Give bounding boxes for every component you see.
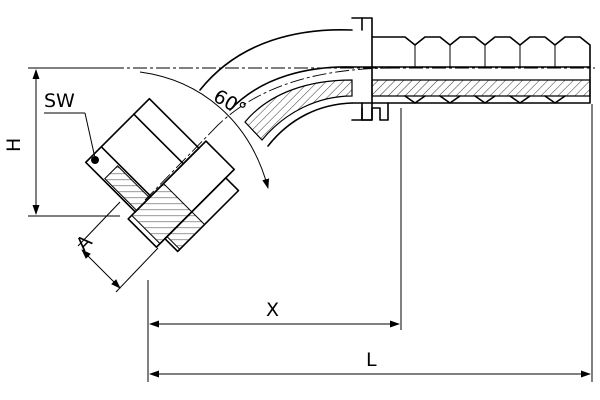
sw-label: SW [44, 90, 75, 112]
dimension-x: X [147, 108, 402, 382]
dimension-h: H [3, 67, 120, 217]
hose-stem [351, 17, 591, 121]
l-label: L [366, 349, 377, 371]
bend-body [199, 28, 353, 147]
swivel-nut [84, 97, 240, 253]
dimension-angle: 60° [139, 71, 270, 189]
dimension-l: L [149, 104, 593, 382]
h-label: H [3, 138, 25, 152]
center-lines [110, 67, 595, 201]
x-label: X [266, 299, 279, 321]
a-label: A [72, 231, 97, 256]
sw-callout: SW [44, 90, 99, 164]
angle-label: 60° [210, 85, 250, 121]
